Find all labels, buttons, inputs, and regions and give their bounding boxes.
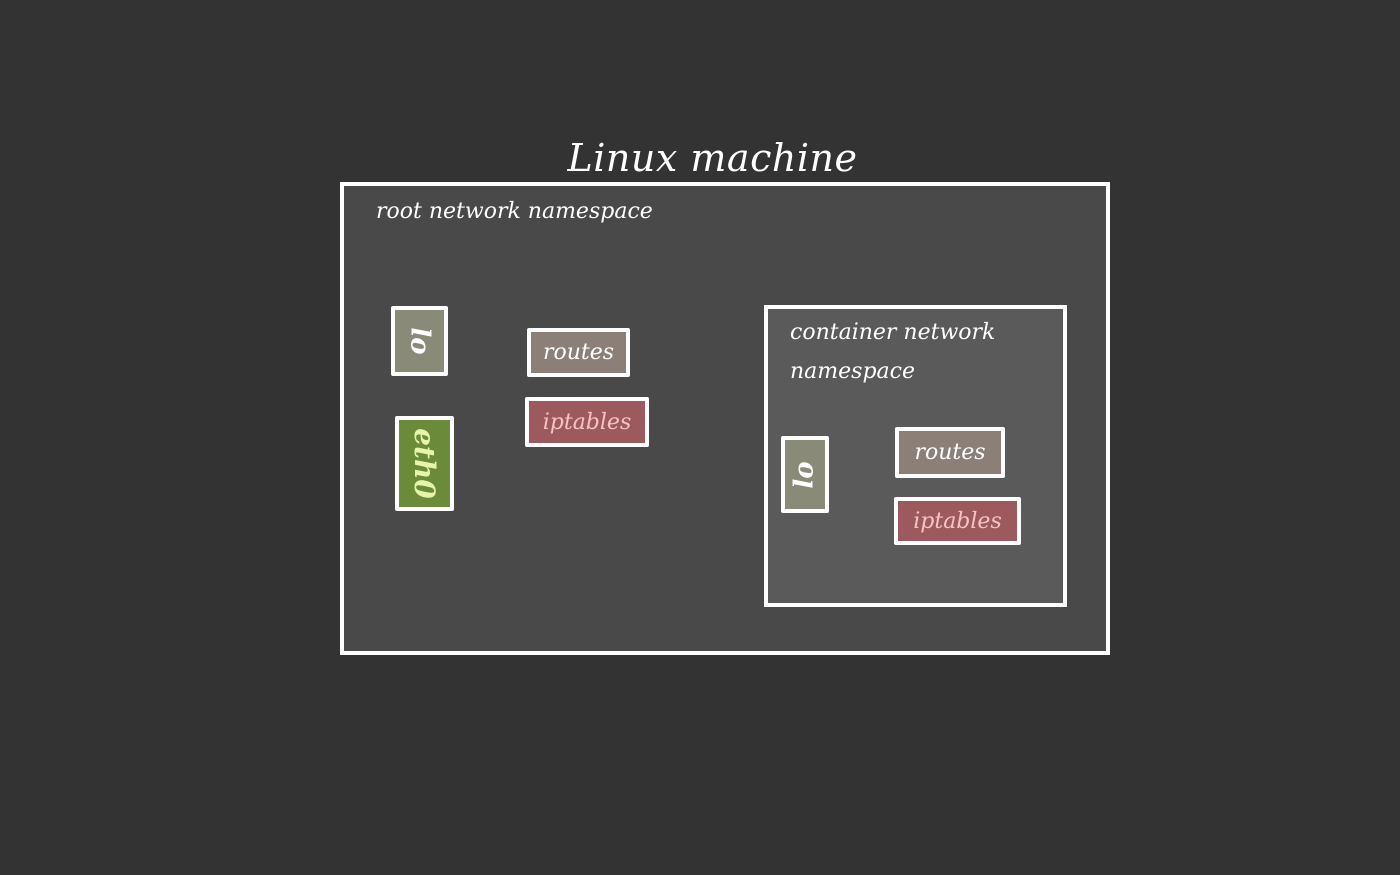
root-lo-interface: lo [391, 306, 448, 376]
root-iptables-label: iptables [542, 409, 632, 435]
container-routes-box: routes [895, 427, 1005, 478]
container-namespace-label: container network namespace [790, 320, 996, 384]
container-lo-interface: lo [781, 436, 829, 513]
root-eth0-interface: eth0 [395, 416, 454, 511]
root-iptables-box: iptables [525, 397, 649, 447]
root-eth0-label: eth0 [408, 428, 441, 499]
container-iptables-box: iptables [894, 497, 1021, 545]
container-iptables-label: iptables [913, 508, 1002, 534]
root-lo-label: lo [404, 327, 435, 355]
root-routes-box: routes [527, 328, 630, 377]
container-lo-label: lo [790, 460, 820, 489]
diagram-title: Linux machine [567, 136, 858, 180]
root-routes-label: routes [542, 340, 615, 365]
container-routes-label: routes [914, 440, 986, 465]
root-namespace-label: root network namespace [376, 199, 653, 224]
